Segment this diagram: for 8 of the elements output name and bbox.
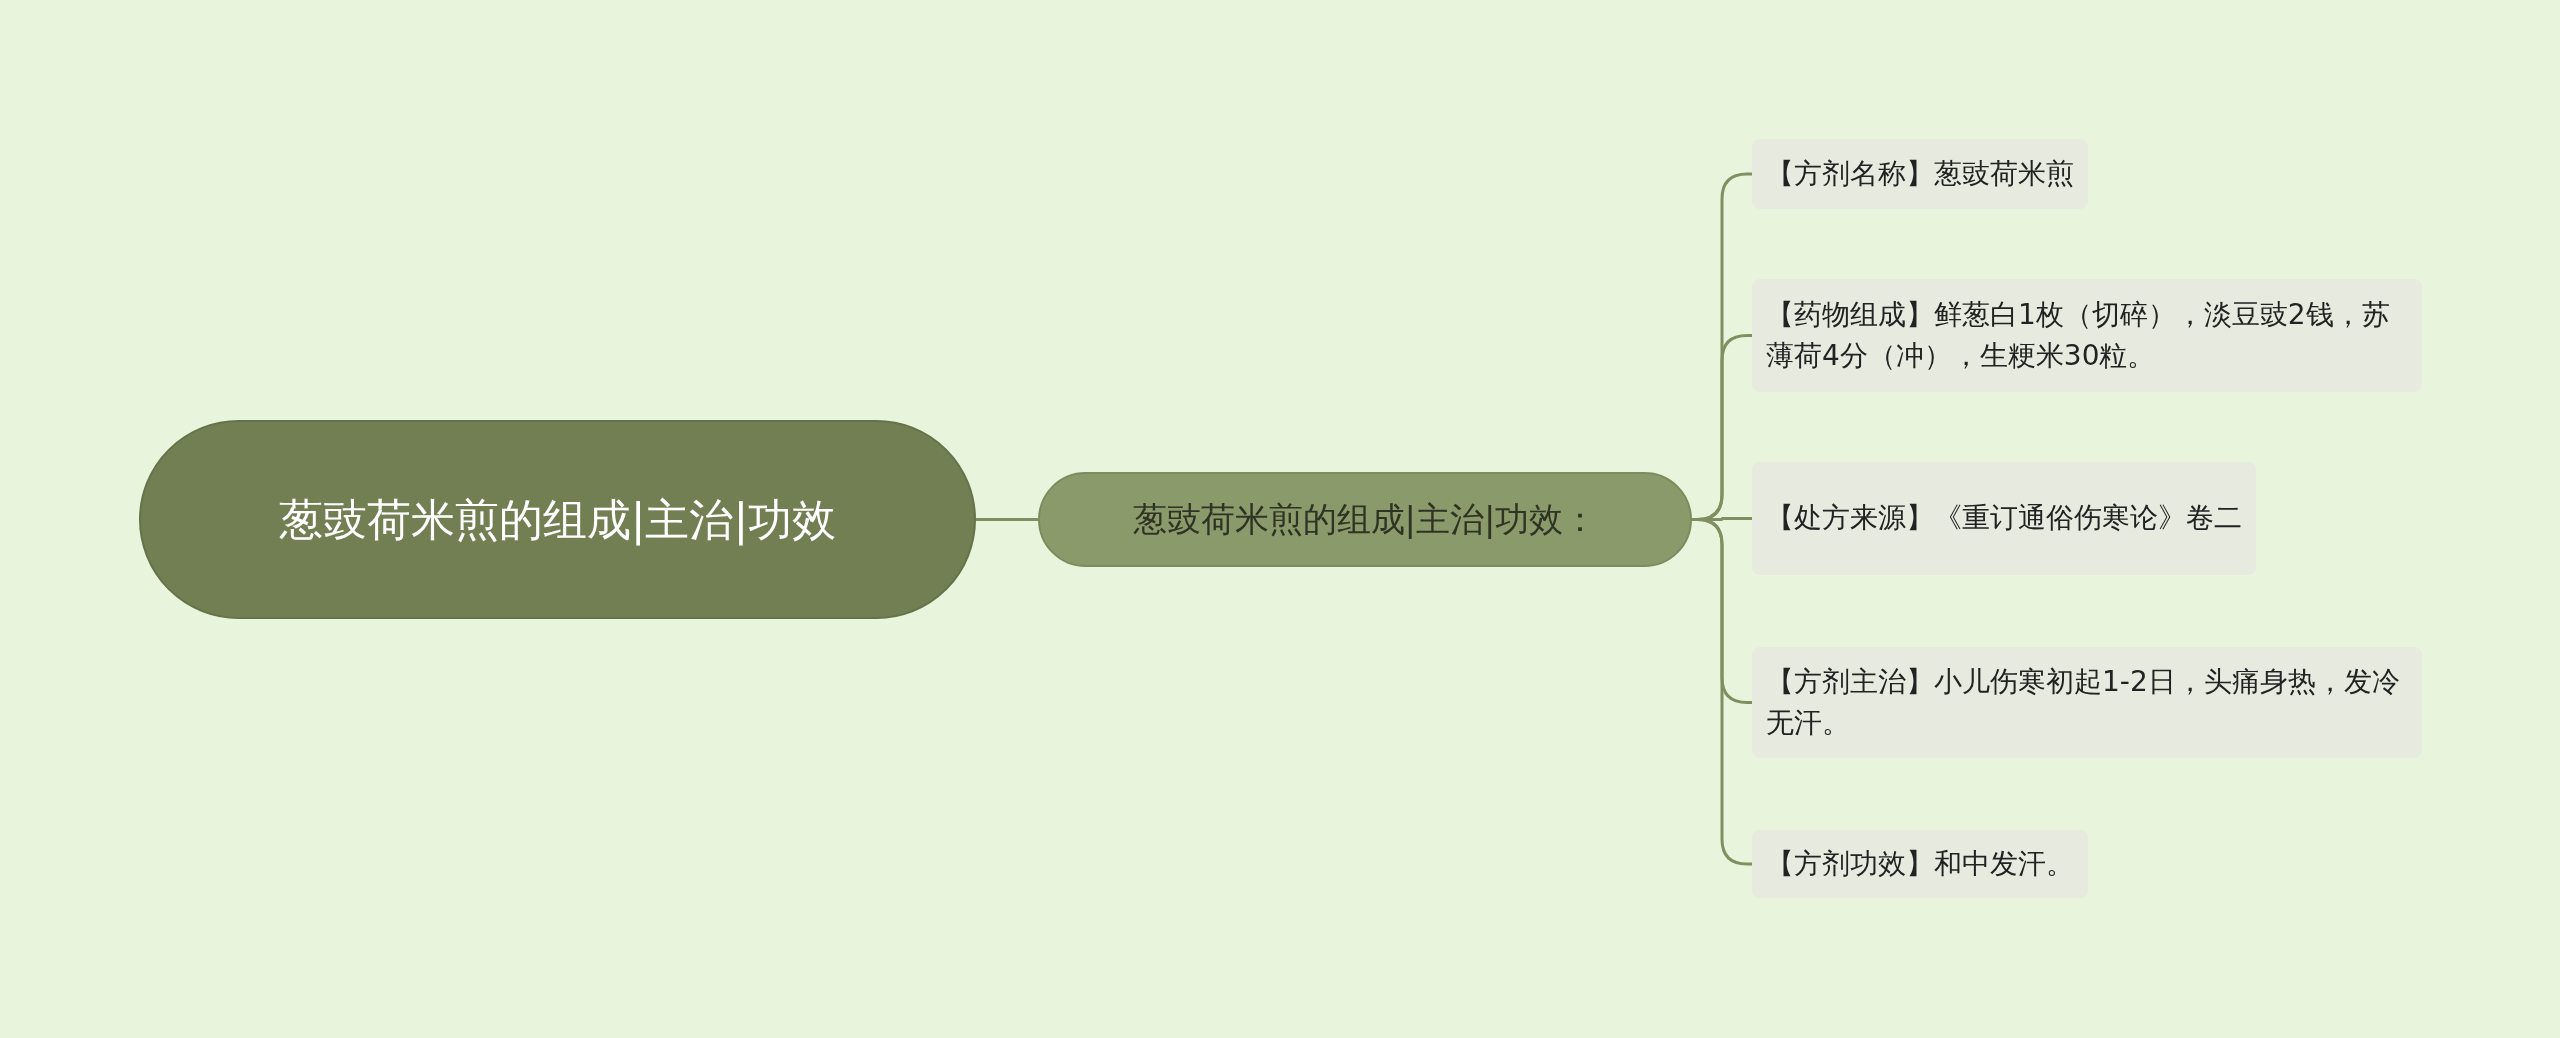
subtopic-box: 【方剂功效】和中发汗。 — [1752, 830, 2088, 898]
subtopic-box: 【方剂名称】葱豉荷米煎 — [1752, 139, 2088, 209]
central-topic: 葱豉荷米煎的组成|主治|功效 — [139, 420, 976, 619]
subtopic-box: 【处方来源】《重订通俗伤寒论》卷二 — [1752, 462, 2256, 575]
connector-line — [976, 518, 1038, 521]
topic-box: 葱豉荷米煎的组成|主治|功效： — [1038, 472, 1692, 567]
subtopic-box: 【药物组成】鲜葱白1枚（切碎），淡豆豉2钱，苏薄荷4分（冲），生粳米30粒。 — [1752, 279, 2422, 392]
subtopic-box: 【方剂主治】小儿伤寒初起1-2日，头痛身热，发冷无汗。 — [1752, 647, 2422, 758]
